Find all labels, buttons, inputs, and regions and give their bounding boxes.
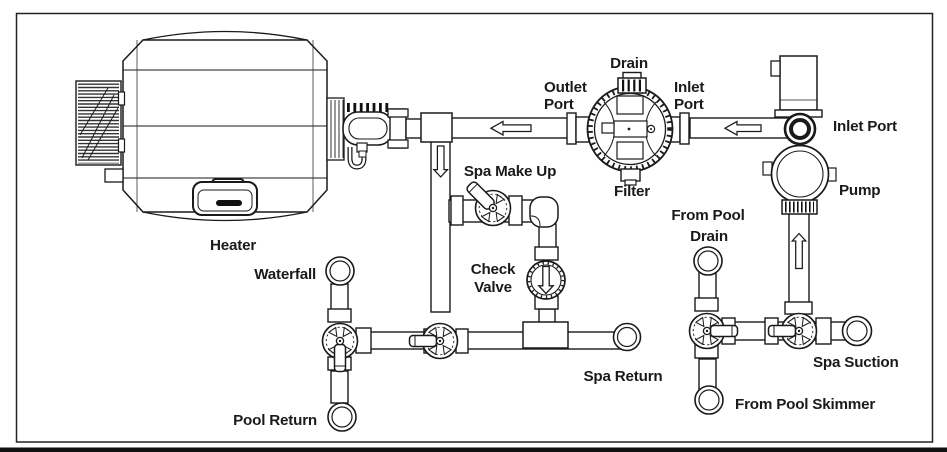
pool-return-port-cap <box>327 402 357 432</box>
heater-edge-seams <box>136 40 314 212</box>
valve-handle <box>333 343 347 373</box>
coupling <box>534 246 559 261</box>
check-valve-flow-arrow-icon <box>537 265 555 295</box>
label-check-valve-line2: Valve <box>474 279 512 296</box>
elbow-spa-makeup <box>529 196 559 228</box>
heater-top-arc <box>142 30 308 41</box>
label-pool-return: Pool Return <box>233 412 317 429</box>
labels: Heater Outlet Port Drain Inlet Port Filt… <box>210 55 899 429</box>
pipe-end-caps <box>325 246 873 432</box>
flow-arrow-left-pump-to-filter <box>723 120 762 137</box>
label-from-pool-drain-line2: Drain <box>690 228 728 245</box>
pump-unit <box>762 55 837 215</box>
pipe-return-manifold <box>338 331 631 350</box>
valve-pool-drain-skimmer <box>688 312 739 350</box>
label-pump: Pump <box>839 182 880 199</box>
label-spa-make-up: Spa Make Up <box>464 163 556 180</box>
label-inlet-port-line1: Inlet <box>674 79 704 96</box>
heater-unit <box>75 30 409 222</box>
label-outlet-port-line2: Port <box>544 96 574 113</box>
tee-spa-return <box>522 321 569 349</box>
label-spa-suction: Spa Suction <box>813 354 899 371</box>
valve-waterfall-pool-return <box>321 322 359 373</box>
valve-spa-makeup <box>466 181 512 227</box>
valve-handle <box>767 324 797 338</box>
tee-heater-outlet <box>420 112 453 143</box>
pipe-pool-return-drop <box>330 370 349 404</box>
flow-arrow-up-suction-to-pump <box>790 232 808 270</box>
label-pump-inlet-port: Inlet Port <box>833 118 897 135</box>
filter-drain-fitting <box>617 71 647 94</box>
spa-suction-port-cap <box>841 315 873 347</box>
valve-spa-suction <box>767 312 818 350</box>
flow-arrow-down-heater-branch <box>432 145 449 178</box>
filter-tank <box>586 71 674 186</box>
valve-handle <box>408 334 438 348</box>
label-check-valve-line1: Check <box>471 261 516 278</box>
outlet-elbow <box>342 111 394 146</box>
valve-return-manifold <box>408 322 459 360</box>
pump-union-coupling <box>781 199 818 215</box>
heater-logo <box>216 200 242 206</box>
coupling <box>450 195 464 226</box>
pipe-pool-drain-riser <box>698 271 717 301</box>
coupling <box>784 301 813 315</box>
heater-access-panel <box>192 178 258 216</box>
coupling <box>815 317 832 345</box>
label-outlet-port-line1: Outlet <box>544 79 587 96</box>
pump-basket-body <box>770 144 830 204</box>
label-heater: Heater <box>210 237 256 254</box>
label-from-pool-skimmer: From Pool Skimmer <box>735 396 875 413</box>
filter-outlet-union <box>566 112 577 145</box>
check-valve <box>526 260 566 300</box>
heater-bottom-arc <box>142 211 308 222</box>
pump-motor <box>779 55 818 111</box>
fittings <box>327 112 832 371</box>
label-spa-return: Spa Return <box>583 368 662 385</box>
filter-bottom-fitting <box>620 168 641 182</box>
pool-drain-port-cap <box>693 246 723 276</box>
fan-grille <box>75 80 126 166</box>
valve-handle <box>709 324 739 338</box>
coupling <box>694 297 719 312</box>
valves <box>321 181 818 373</box>
flow-arrow-left-filter-to-heater <box>489 120 532 137</box>
label-waterfall: Waterfall <box>254 266 316 283</box>
pipe-waterfall-riser <box>330 283 349 313</box>
label-from-pool-drain-line1: From Pool <box>671 207 744 224</box>
filter-clamp-ring <box>588 87 672 171</box>
label-filter: Filter <box>614 183 650 200</box>
label-inlet-port-line2: Port <box>674 96 704 113</box>
heater-manifold <box>326 97 409 170</box>
fan-blades <box>79 87 119 161</box>
label-filter-drain: Drain <box>610 55 648 72</box>
heater-side-stub <box>104 168 124 183</box>
diagram-border <box>15 12 934 443</box>
flow-arrows <box>432 120 808 270</box>
waterfall-port-cap <box>325 256 355 286</box>
coupling <box>327 308 352 323</box>
filter-inlet-union <box>679 112 690 145</box>
page-bottom-rule <box>0 447 947 452</box>
spa-return-port-cap <box>612 322 642 352</box>
pool-skimmer-port-cap <box>694 385 724 415</box>
